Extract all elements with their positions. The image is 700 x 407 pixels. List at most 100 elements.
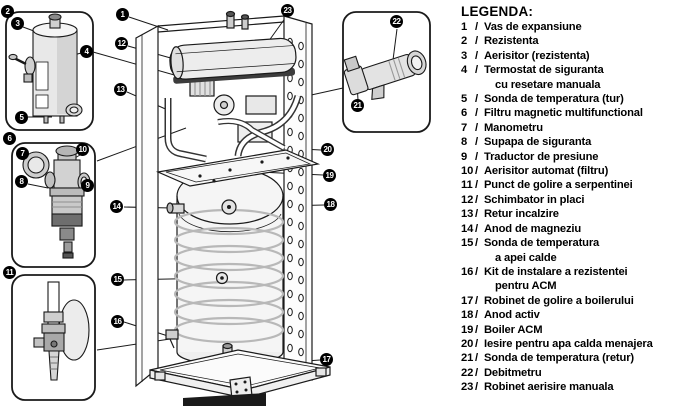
legend-separator: / [475, 222, 478, 235]
legend-separator: / [475, 193, 478, 206]
legend-item: 16/Kit de instalare a rezistentei [461, 265, 699, 279]
legend-item-text: Anod activ [484, 309, 540, 322]
legend-item: 1/Vas de expansiune [461, 20, 699, 34]
legend-item: 2/Rezistenta [461, 34, 699, 48]
legend-item-number: 19 [461, 323, 474, 336]
legend-item-text: Sonda de temperatura [484, 237, 600, 250]
callout-4: 4 [80, 45, 93, 58]
callout-17: 17 [320, 353, 333, 366]
legend-item: 23/Robinet aerisire manuala [461, 380, 699, 394]
legend-item-continuation: pentru ACM [495, 280, 557, 293]
legend-item-text: Anod de magneziu [484, 222, 582, 235]
filter-group-drawing [22, 145, 91, 259]
cabinet-left-wall [135, 24, 159, 388]
deck-plate [155, 149, 321, 187]
legend-item: 22/Debitmetru [461, 366, 699, 380]
legend-item-continuation: a apei calde [495, 251, 557, 264]
legend-item: 12/ Schimbator in placi [461, 193, 699, 207]
legend-item-number: 14 [461, 222, 474, 235]
legend-item: 9/Traductor de presiune [461, 150, 699, 164]
legend-item-text: Iesire pentru apa calda menajera [484, 337, 653, 350]
heating-element-drawing [8, 13, 83, 124]
legend-item-text: Rezistenta [484, 35, 539, 48]
callout-6: 6 [3, 132, 16, 145]
legend-item-number: 23 [461, 381, 474, 394]
legend-item-number: 7 [461, 121, 468, 134]
legend-item-text: Punct de golire a serpentinei [484, 179, 633, 192]
callout-23: 23 [281, 4, 294, 17]
legend-item-number: 11 [461, 179, 473, 192]
legend-item-number: 22 [461, 366, 474, 379]
callout-11: 11 [3, 266, 16, 279]
legend-item-number: 21 [461, 352, 474, 365]
legend-item: 11/ Punct de golire a serpentinei [461, 178, 699, 192]
legend-item-number: 9 [461, 150, 468, 163]
legend-item-number: 3 [461, 49, 468, 62]
legend-item-text: Retur incalzire [484, 208, 559, 221]
legend-separator: / [475, 237, 478, 250]
legend-separator: / [475, 21, 478, 33]
callout-8: 8 [15, 175, 28, 188]
legend-item-number: 20 [461, 337, 474, 350]
pipes [164, 94, 302, 163]
callout-13: 13 [114, 83, 127, 96]
legend-item-text: Boiler ACM [484, 323, 543, 336]
legend-item-text: Debitmetru [484, 366, 542, 379]
callout-12: 12 [115, 37, 128, 50]
legend-item-number: 4 [461, 64, 468, 77]
legend-title: LEGENDA: [461, 4, 534, 19]
top-fittings [225, 10, 250, 30]
legend-separator: / [475, 107, 478, 120]
base-frame [149, 349, 331, 406]
legend-item: 4/Termostat de siguranta [461, 63, 699, 77]
legend-item-number: 2 [461, 35, 468, 48]
legend-item-number: 8 [461, 136, 468, 149]
legend-item-text: Filtru magnetic multifunctional [484, 107, 643, 120]
callout-10: 10 [76, 143, 89, 156]
legend-item: 13/Retur incalzire [461, 207, 699, 221]
callout-16: 16 [111, 315, 124, 328]
legend-item-number: 12 [461, 193, 474, 206]
flow-meter-drawing [343, 50, 427, 101]
legend-item-text: Kit de instalare a rezistentei [484, 265, 628, 278]
callout-20: 20 [321, 143, 334, 156]
legend-item: 14/ Anod de magneziu [461, 222, 699, 236]
legend-item: 5/Sonda de temperatura (tur) [461, 92, 699, 106]
legend-item-text: Traductor de presiune [484, 150, 599, 163]
legend-separator: / [475, 121, 478, 134]
legend-item-text: Sonda de temperatura (tur) [484, 93, 624, 106]
legend-item: 15/ Sonda de temperatura [461, 236, 699, 250]
callout-2: 2 [1, 5, 14, 18]
legend-item-text: Sonda de temperatura (retur) [484, 352, 634, 365]
legend-item-text: Supapa de siguranta [484, 136, 592, 149]
legend-item: 17/Robinet de golire a boilerului [461, 294, 699, 308]
legend-separator: / [475, 179, 478, 192]
legend-item-text: Schimbator in placi [484, 193, 585, 206]
legend-separator: / [475, 309, 478, 322]
legend-item-number: 6 [461, 107, 468, 120]
legend-separator: / [475, 265, 478, 278]
legend-item-number: 15 [461, 237, 474, 250]
legend-separator: / [475, 64, 478, 77]
legend-item-number: 17 [461, 294, 474, 307]
legend-item: 10/Aerisitor automat (filtru) [461, 164, 699, 178]
callout-5: 5 [15, 111, 28, 124]
legend-separator: / [475, 136, 478, 149]
drain-valve-drawing [33, 281, 90, 381]
callout-9: 9 [81, 179, 94, 192]
callout-15: 15 [111, 273, 124, 286]
legend-item: 18/ Anod activ [461, 308, 699, 322]
legend-item-number: 1 [461, 21, 468, 33]
callout-19: 19 [323, 169, 336, 182]
main-unit [135, 10, 331, 406]
legend-item: 3/Aerisitor (rezistenta) [461, 49, 699, 63]
detail-box-filter-group [11, 142, 96, 268]
legend-item: 20/Iesire pentru apa calda menajera [461, 337, 699, 351]
legend-separator: / [475, 93, 478, 106]
legend-item-text: Robinet de golire a boilerului [484, 294, 634, 307]
legend-item-continuation: cu resetare manuala [495, 78, 601, 91]
legend-item: 7/Manometru [461, 121, 699, 135]
legend-item-number: 18 [461, 309, 474, 322]
